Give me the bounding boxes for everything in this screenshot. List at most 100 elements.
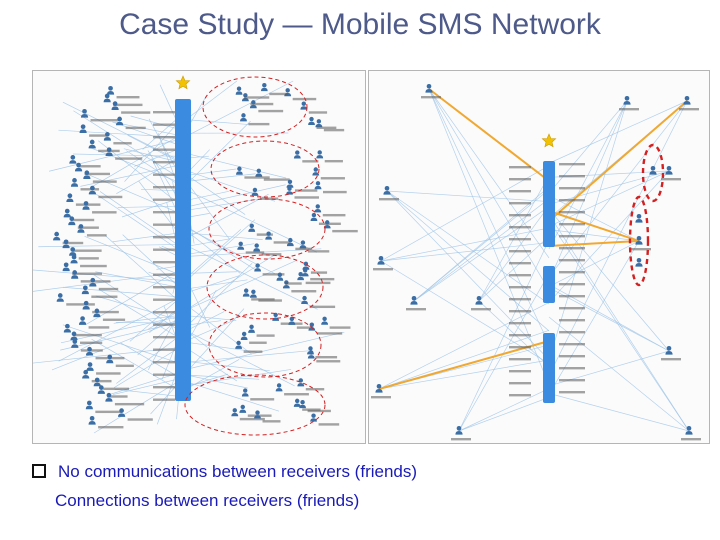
node-label-mark — [323, 128, 345, 132]
person-icon — [475, 295, 483, 305]
node-label-mark — [262, 273, 285, 276]
node-label-mark — [259, 197, 279, 200]
node-label-mark — [307, 250, 330, 253]
node-label-mark — [153, 236, 175, 239]
edge-line — [428, 88, 550, 291]
node-label-mark — [153, 248, 175, 251]
person-icon — [249, 100, 257, 109]
node-label-mark — [291, 290, 317, 293]
person-icon — [93, 308, 101, 318]
node-label-mark — [261, 253, 282, 256]
node-label-mark — [66, 303, 95, 306]
node-label-mark — [103, 387, 130, 391]
edge-line — [548, 100, 628, 194]
node-label-mark — [153, 186, 175, 189]
edge-line — [116, 333, 184, 384]
edge-line — [548, 287, 670, 352]
highlight-circle — [202, 76, 308, 138]
node-label-mark — [559, 199, 585, 202]
node-label-mark — [379, 198, 399, 201]
person-icon — [685, 425, 693, 435]
person-icon — [310, 212, 318, 221]
person-icon — [293, 398, 301, 407]
person-icon — [70, 178, 79, 187]
edge-line — [182, 243, 318, 310]
person-icon — [623, 95, 631, 105]
person-icon — [314, 181, 322, 190]
edge-line — [182, 172, 246, 215]
edge-line — [85, 267, 184, 325]
node-label-mark — [305, 281, 331, 285]
node-label-mark — [239, 417, 265, 421]
person-icon — [248, 324, 255, 333]
node-label-mark — [92, 310, 119, 314]
person-icon — [410, 295, 418, 305]
node-label-mark — [318, 423, 340, 426]
node-label-mark — [249, 341, 267, 344]
node-label-mark — [127, 418, 153, 421]
node-label-mark — [559, 355, 585, 358]
person-icon — [68, 216, 76, 226]
node-label-mark — [509, 394, 531, 397]
person-icon — [254, 263, 262, 272]
edge-line — [99, 191, 184, 249]
edge-line — [182, 184, 286, 209]
person-icon — [286, 237, 294, 247]
person-icon — [377, 255, 385, 265]
edge-line — [458, 388, 550, 432]
edge-line — [548, 393, 690, 432]
node-label-mark — [559, 211, 585, 214]
person-icon — [106, 85, 115, 95]
edge-line — [182, 243, 255, 256]
edge-line — [548, 170, 670, 205]
person-icon — [683, 95, 691, 105]
person-icon — [88, 139, 96, 149]
node-label-mark — [153, 198, 175, 201]
edge-line — [548, 170, 670, 303]
node-label-mark — [77, 226, 99, 229]
person-icon — [310, 413, 317, 422]
node-label-mark — [324, 159, 343, 163]
node-label-mark — [153, 211, 175, 214]
node-label-mark — [153, 161, 175, 164]
node-label-mark — [661, 178, 681, 181]
person-icon — [235, 340, 243, 349]
node-label-mark — [250, 398, 275, 401]
node-label-mark — [73, 333, 102, 337]
star-icon — [175, 75, 191, 90]
edge-line — [182, 188, 318, 253]
highlight-circle — [210, 140, 320, 198]
edge-line — [548, 316, 690, 432]
hub-bar — [543, 161, 555, 247]
node-label-mark — [509, 286, 531, 289]
node-label-mark — [107, 395, 128, 398]
node-label-mark — [153, 136, 175, 139]
person-icon — [97, 385, 105, 394]
node-label-mark — [98, 195, 123, 199]
edge-line — [182, 341, 257, 353]
node-label-mark — [305, 388, 325, 391]
edge-line — [378, 329, 550, 390]
edge-line — [413, 189, 550, 302]
highlight-edge — [548, 240, 640, 247]
person-icon — [242, 288, 250, 297]
node-label-mark — [153, 348, 175, 351]
edge-line — [458, 273, 550, 432]
edge-line — [548, 209, 670, 352]
person-icon — [301, 295, 308, 305]
person-icon — [82, 201, 90, 210]
person-icon — [312, 167, 320, 176]
edge-line — [113, 314, 184, 324]
person-icon — [105, 392, 113, 402]
edge-line — [182, 314, 237, 321]
node-label-mark — [294, 196, 319, 199]
node-label-mark — [332, 229, 358, 233]
node-label-mark — [559, 379, 585, 382]
node-label-mark — [153, 323, 175, 326]
edge-line — [182, 279, 248, 290]
person-icon — [321, 316, 329, 325]
person-icon — [649, 165, 657, 175]
node-label-mark — [258, 109, 284, 113]
edge-line — [122, 234, 184, 291]
edge-line — [380, 242, 550, 262]
